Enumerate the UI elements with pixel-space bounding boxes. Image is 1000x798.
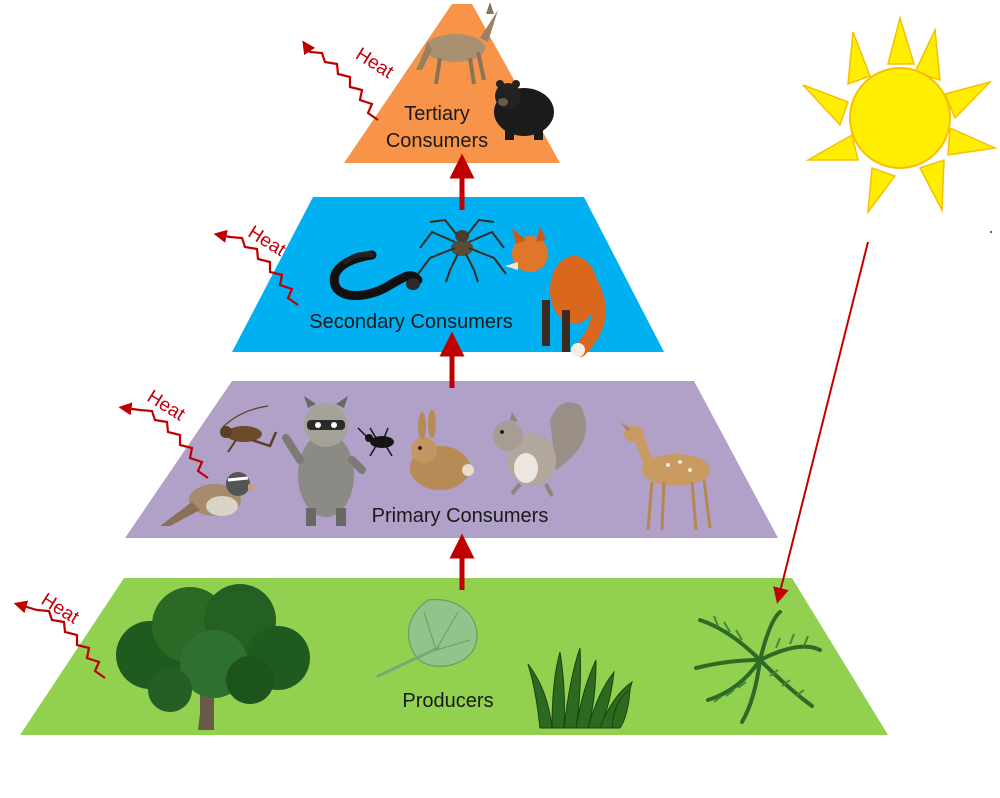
deer-icon [620,422,712,531]
heat-label-primary: Heat [143,386,189,425]
heat-label-producers: Heat [37,589,83,628]
grass-icon [527,647,633,729]
tertiary-label-line2: Consumers [386,130,488,152]
leaf-icon [376,598,478,678]
cricket-icon [220,405,278,453]
spider-icon [417,218,507,283]
squirrel-icon [493,402,587,497]
red-fox-icon [505,226,606,357]
primary-label: Primary Consumers [372,505,549,527]
fern-icon [694,610,822,724]
tertiary-label-line1: Tertiary [404,103,470,125]
secondary-label: Secondary Consumers [309,311,512,333]
snake-icon [329,250,423,300]
raccoon-icon [282,396,366,526]
sun-icon [802,15,998,215]
sparrow-icon [160,472,258,526]
beetle-icon [357,427,394,457]
black-bear-icon [494,80,554,140]
oak-tree-icon [116,584,310,730]
heat-label-tertiary: Heat [352,44,398,83]
rabbit-icon [410,410,474,490]
coyote-icon [416,2,498,85]
sunlight-arrow [773,241,869,604]
producers-label: Producers [402,690,493,712]
